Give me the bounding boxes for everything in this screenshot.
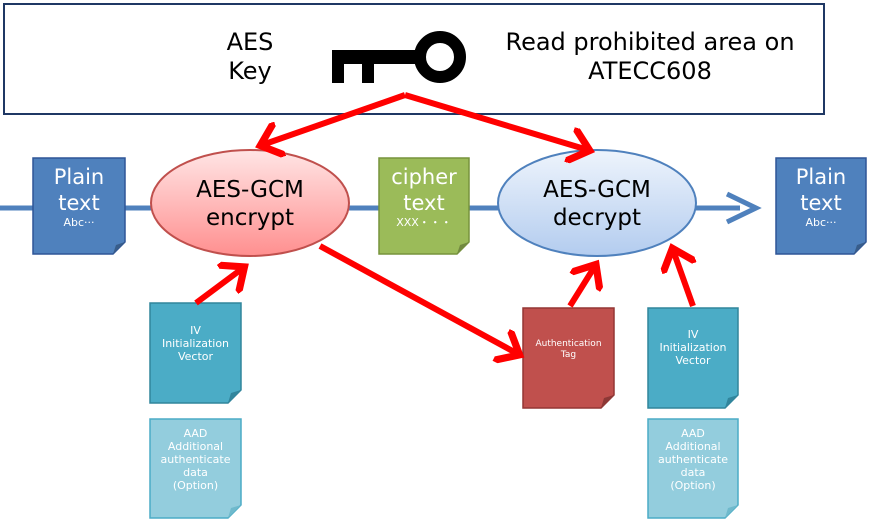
aes-gcm-decrypt-oval bbox=[497, 149, 697, 257]
aad-left-line2: Additional bbox=[167, 440, 224, 453]
aad-right-label: AAD Additional authenticate data (Option… bbox=[648, 427, 738, 492]
tag-to-decrypt-arrow bbox=[567, 266, 595, 308]
iv-right-label: IV Initialization Vector bbox=[648, 328, 738, 367]
plain-text-output-label: Plain text Abc··· bbox=[776, 164, 866, 230]
aad-right-line3: authenticate bbox=[658, 453, 728, 466]
red-arrows bbox=[194, 92, 693, 354]
aad-right-line5: (Option) bbox=[670, 479, 716, 492]
plain-out-line2: text bbox=[800, 191, 842, 215]
storage-label-line1: Read prohibited area on bbox=[505, 28, 795, 56]
iv-to-decrypt-arrow bbox=[673, 250, 693, 308]
iv-left-label: IV Initialization Vector bbox=[150, 324, 241, 363]
decrypt-label: AES-GCM decrypt bbox=[507, 176, 687, 232]
plain-out-sample: Abc··· bbox=[805, 216, 837, 229]
cipher-sample: XXX・・・ bbox=[396, 216, 452, 229]
plain-text-input-doc bbox=[32, 157, 126, 255]
iv-right-line1: IV bbox=[687, 328, 699, 341]
cipher-line2: text bbox=[403, 191, 445, 215]
cipher-text-label: cipher text XXX・・・ bbox=[379, 164, 469, 230]
aad-left-line5: (Option) bbox=[172, 479, 219, 492]
encrypt-to-tag-arrow bbox=[318, 243, 518, 354]
encrypt-label: AES-GCM encrypt bbox=[160, 176, 340, 232]
aad-right-line4: data bbox=[680, 466, 706, 479]
authentication-tag-doc bbox=[522, 307, 615, 409]
aes-key-label: AES Key bbox=[200, 28, 300, 86]
iv-right-line3: Vector bbox=[675, 354, 711, 367]
aes-key-label-line1: AES bbox=[226, 28, 274, 56]
decrypt-line2: decrypt bbox=[552, 205, 642, 231]
decrypt-line1: AES-GCM bbox=[543, 177, 651, 203]
encrypt-line2: encrypt bbox=[205, 205, 295, 231]
aes-gcm-encrypt-oval bbox=[150, 149, 350, 257]
iv-right-doc bbox=[647, 307, 739, 409]
plain-text-output-doc bbox=[775, 157, 867, 255]
iv-left-line3: Vector bbox=[177, 350, 214, 363]
encrypt-line1: AES-GCM bbox=[196, 177, 304, 203]
aad-right-line2: Additional bbox=[665, 440, 721, 453]
plain-out-line1: Plain bbox=[795, 165, 847, 189]
storage-label: Read prohibited area on ATECC608 bbox=[490, 28, 810, 86]
plain-text-input-label: Plain text Abc··· bbox=[33, 164, 125, 230]
plain-in-sample: Abc··· bbox=[63, 216, 95, 229]
iv-left-line2: Initialization bbox=[161, 337, 230, 350]
aad-left-label: AAD Additional authenticate data (Option… bbox=[150, 427, 241, 492]
aad-left-doc bbox=[149, 418, 242, 519]
iv-right-line2: Initialization bbox=[659, 341, 727, 354]
plain-in-line2: text bbox=[58, 191, 100, 215]
cipher-text-doc bbox=[378, 157, 470, 255]
aes-key-label-line2: Key bbox=[228, 56, 272, 85]
aad-right-line1: AAD bbox=[681, 427, 705, 440]
iv-left-doc bbox=[149, 302, 242, 404]
cipher-line1: cipher bbox=[391, 165, 457, 189]
iv-to-encrypt-arrow bbox=[194, 268, 243, 306]
storage-label-line2: ATECC608 bbox=[588, 56, 712, 85]
tag-line2: Tag bbox=[560, 350, 577, 360]
aad-left-line1: AAD bbox=[183, 427, 208, 440]
authentication-tag-label: Authentication Tag bbox=[523, 339, 614, 361]
plain-in-line1: Plain bbox=[53, 165, 105, 189]
aad-right-doc bbox=[647, 418, 739, 519]
key-to-encrypt-arrow bbox=[262, 92, 406, 145]
aad-left-line4: data bbox=[183, 466, 208, 479]
iv-left-line1: IV bbox=[190, 324, 201, 337]
aad-left-line3: authenticate bbox=[160, 453, 231, 466]
key-to-decrypt-arrow bbox=[404, 92, 588, 150]
key-icon bbox=[332, 31, 466, 83]
tag-line1: Authentication bbox=[535, 339, 602, 349]
